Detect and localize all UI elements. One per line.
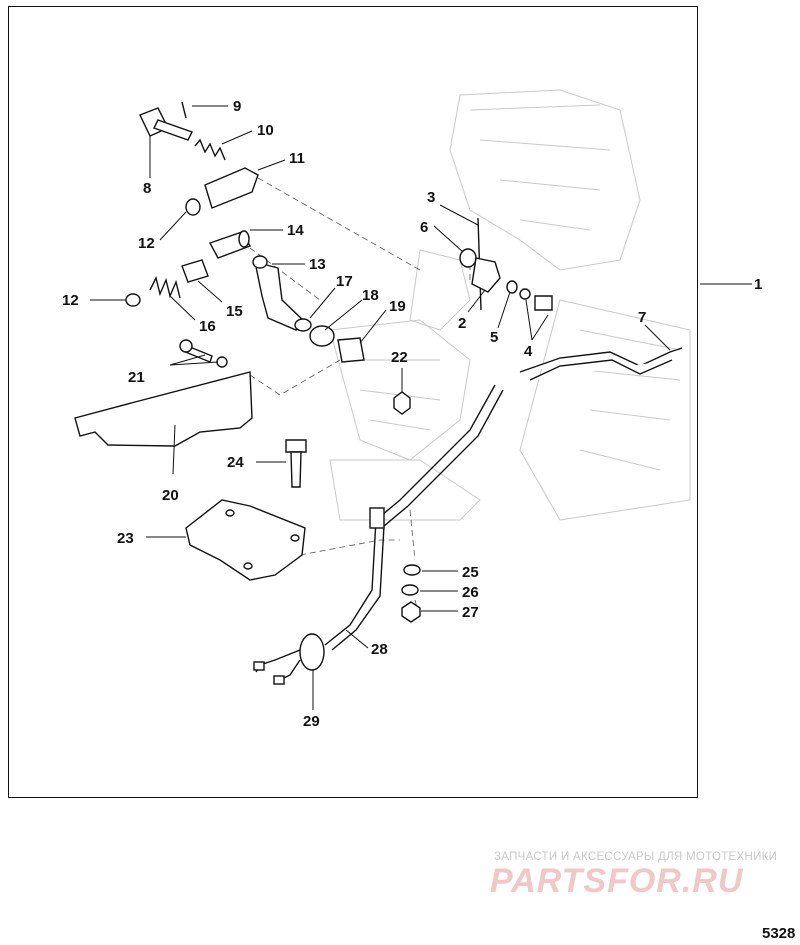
part-7-cable	[519, 347, 683, 381]
part-20-bracket	[74, 371, 253, 447]
label-24: 24	[227, 454, 244, 471]
diagram-frame	[8, 6, 698, 798]
label-12-upper: 12	[138, 235, 155, 252]
label-9: 9	[233, 98, 241, 115]
label-6: 6	[420, 219, 428, 236]
label-15: 15	[226, 303, 243, 320]
label-11: 11	[289, 150, 305, 167]
figure-number: 5328	[762, 925, 796, 942]
label-5: 5	[490, 329, 498, 346]
label-4: 4	[524, 343, 533, 360]
part-16-spring	[149, 275, 181, 299]
part-28-harness	[324, 384, 504, 651]
watermark-caption: ЗАПЧАСТИ И АКСЕССУАРЫ ДЛЯ МОТОТЕХНИКИ	[494, 851, 778, 863]
part-26-lockwasher	[401, 584, 419, 596]
part-14-sleeve	[208, 230, 252, 259]
part-27-nut	[401, 601, 421, 623]
leader-lines	[90, 105, 752, 710]
label-25: 25	[462, 564, 479, 581]
engine-background	[329, 89, 691, 521]
part-9-pin	[181, 101, 187, 119]
label-1: 1	[754, 276, 762, 293]
label-18: 18	[362, 287, 379, 304]
part-21-screw-washer	[179, 339, 228, 368]
part-19-bushing	[337, 337, 365, 363]
part-12-washer-upper	[185, 198, 201, 216]
part-18-washer	[309, 325, 335, 347]
part-25-washer	[403, 564, 421, 576]
part-29-connector	[253, 633, 325, 685]
label-8: 8	[143, 180, 151, 197]
part-5-washer	[506, 280, 518, 294]
part-23-plate	[185, 499, 306, 581]
label-26: 26	[462, 584, 479, 601]
part-4-screw-washer	[519, 288, 553, 311]
label-23: 23	[117, 530, 134, 547]
part-11-bracket	[204, 167, 259, 209]
part-13-lever	[252, 255, 307, 331]
label-29: 29	[303, 713, 320, 730]
part-24-bolt	[285, 439, 307, 488]
label-17: 17	[336, 273, 353, 290]
label-14: 14	[287, 222, 304, 239]
label-22: 22	[391, 349, 408, 366]
label-21: 21	[128, 369, 145, 386]
part-labels: 1 2 3 4 5 6 7 8 9 10 11 12 12 13 14 15 1…	[62, 98, 762, 730]
part-22-nut	[393, 391, 411, 415]
label-13: 13	[309, 256, 326, 273]
label-10: 10	[257, 122, 274, 139]
label-2: 2	[458, 315, 466, 332]
label-19: 19	[389, 298, 406, 315]
label-12-lower: 12	[62, 292, 79, 309]
label-28: 28	[371, 641, 388, 658]
watermark-logo: PARTSFOR.RU	[490, 862, 744, 900]
part-8-screw	[139, 107, 193, 141]
label-7: 7	[638, 309, 646, 326]
part-12-washer-lower	[125, 293, 141, 307]
part-2-cam	[471, 257, 501, 293]
part-17-clip	[294, 318, 312, 332]
label-3: 3	[427, 189, 435, 206]
part-15-sleeve	[181, 259, 209, 283]
label-20: 20	[162, 487, 179, 504]
part-10-spring	[194, 138, 226, 161]
label-16: 16	[199, 318, 216, 335]
label-27: 27	[462, 604, 479, 621]
